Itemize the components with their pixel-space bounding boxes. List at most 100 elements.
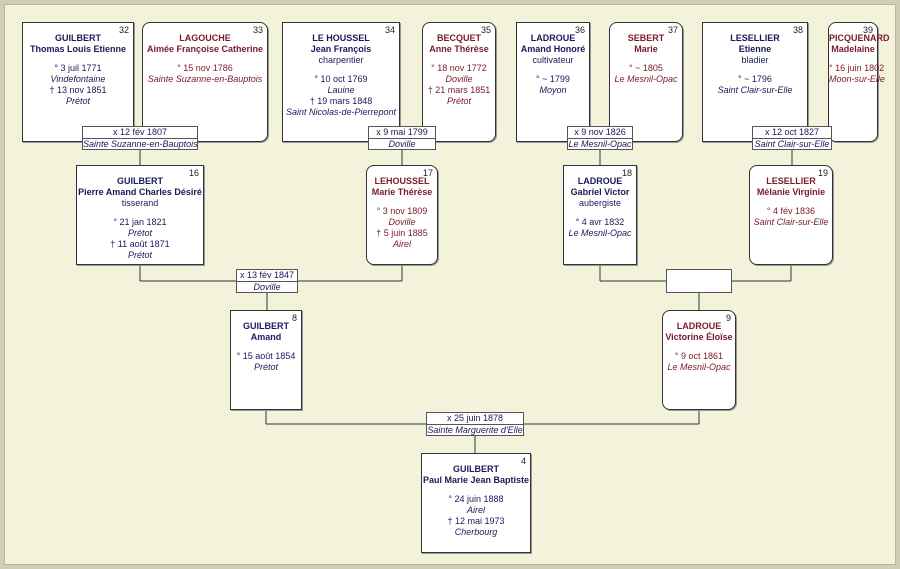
surname: GUILBERT <box>117 176 163 186</box>
event-line: charpentier <box>318 55 364 65</box>
sosa-number: 34 <box>384 25 395 35</box>
event-line: ° 15 août 1854 <box>236 351 296 361</box>
place: Cherbourg <box>454 527 498 537</box>
surname: PICQUENARD <box>829 33 890 43</box>
place: Doville <box>445 74 473 84</box>
sosa-number: 36 <box>574 25 585 35</box>
marriage-place: Le Mesnil-Opac <box>568 138 632 149</box>
sosa-number: 4 <box>520 456 526 466</box>
marriage-date: x 9 mai 1799 <box>376 127 428 137</box>
event-line: ° 16 juin 1802 <box>829 63 885 73</box>
marriage-date: x 12 fév 1807 <box>112 127 168 137</box>
spacer <box>663 343 735 351</box>
spacer <box>367 198 437 206</box>
given-names: Jean François <box>310 44 372 54</box>
given-names: Aimée Françoise Catherine <box>146 44 264 54</box>
place: Prétot <box>65 96 90 106</box>
event-line: † 5 juin 1885 <box>376 228 428 238</box>
event-line: bladier <box>741 55 769 65</box>
marriage-date: x 13 fév 1847 <box>239 270 295 280</box>
surname: LEHOUSSEL <box>374 176 430 186</box>
surname: LADROUE <box>577 176 623 186</box>
spacer <box>564 209 636 217</box>
place: Le Mesnil-Opac <box>568 228 632 238</box>
sosa-number: 33 <box>252 25 263 35</box>
surname: LE HOUSSEL <box>312 33 370 43</box>
event-line: ° ~ 1805 <box>629 63 663 73</box>
given-names: Amand <box>250 332 282 342</box>
surname: GUILBERT <box>243 321 289 331</box>
given-names: Anne Thérèse <box>429 44 489 54</box>
sosa-number: 32 <box>118 25 129 35</box>
spacer <box>231 343 301 351</box>
place: Le Mesnil-Opac <box>614 74 678 84</box>
surname: LAGOUCHE <box>179 33 231 43</box>
given-names: Etienne <box>738 44 772 54</box>
given-names: Paul Marie Jean Baptiste <box>422 475 530 485</box>
spacer <box>423 55 495 63</box>
given-names: Madelaine <box>831 44 875 54</box>
sosa-number: 35 <box>480 25 491 35</box>
given-names: Gabriel Victor <box>570 187 630 197</box>
marriage-place: Doville <box>369 138 435 150</box>
place: Saint Nicolas-de-Pierrepont <box>285 107 397 117</box>
given-names: Marie Thérèse <box>371 187 433 197</box>
spacer <box>23 55 133 63</box>
event-line: cultivateur <box>532 55 574 65</box>
sosa-number: 39 <box>862 25 873 35</box>
given-names: Victorine Éloïse <box>665 332 733 342</box>
event-line: † 12 mai 1973 <box>447 516 505 526</box>
sosa-number: 38 <box>792 25 803 35</box>
surname: GUILBERT <box>55 33 101 43</box>
sosa-number: 17 <box>422 168 433 178</box>
marriage-box[interactable] <box>666 269 732 293</box>
place: Prétot <box>446 96 471 106</box>
place: Airel <box>466 505 485 515</box>
given-names: Pierre Amand Charles Désiré <box>78 187 202 197</box>
marriage-place: Saint Clair-sur-Elle <box>753 138 831 149</box>
spacer <box>610 55 682 63</box>
sosa-number: 9 <box>725 313 731 323</box>
place: Doville <box>388 217 416 227</box>
event-line: ° 18 nov 1772 <box>431 63 487 73</box>
marriage-place: Doville <box>237 281 297 293</box>
place: Prétot <box>253 362 278 372</box>
surname: GUILBERT <box>453 464 499 474</box>
surname: LESELLIER <box>730 33 780 43</box>
event-line: † 21 mars 1851 <box>427 85 491 95</box>
place: Prétot <box>127 228 152 238</box>
sosa-number: 19 <box>817 168 828 178</box>
given-names: Amand Honoré <box>520 44 586 54</box>
event-line: ° 15 nov 1786 <box>177 63 233 73</box>
given-names: Mélanie Virginie <box>756 187 826 197</box>
place: Moyon <box>539 85 567 95</box>
surname: LESELLIER <box>766 176 816 186</box>
surname: LADROUE <box>530 33 576 43</box>
event-line: ° 4 fév 1836 <box>766 206 816 216</box>
place: Saint Clair-sur-Elle <box>753 217 829 227</box>
place: Airel <box>392 239 411 249</box>
event-line: ° ~ 1799 <box>536 74 570 84</box>
given-names: Marie <box>634 44 658 54</box>
